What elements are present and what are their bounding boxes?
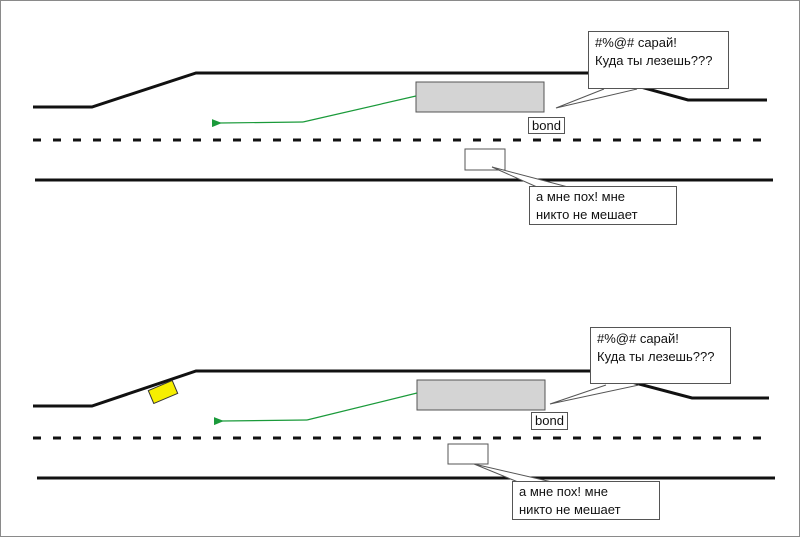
car — [447, 443, 489, 465]
road-top-edge — [33, 369, 769, 408]
callout-pointer — [491, 166, 569, 188]
yellow-car — [147, 379, 179, 405]
speech-line: Куда ты лезешь??? — [597, 349, 715, 364]
speech-line: Куда ты лезешь??? — [595, 53, 713, 68]
road-top-edge — [33, 71, 767, 109]
car-driver-speech: а мне пох! мне никто не мешает — [512, 481, 660, 520]
direction-arrow — [306, 392, 418, 421]
car — [464, 148, 506, 171]
truck-label: bond — [528, 117, 565, 134]
car-driver-speech: а мне пох! мне никто не мешает — [529, 186, 677, 225]
speech-line: никто не мешает — [536, 207, 638, 222]
speech-line: никто не мешает — [519, 502, 621, 517]
speech-line: #%@# сарай! — [597, 331, 679, 346]
direction-arrow — [302, 95, 417, 123]
direction-arrow — [213, 417, 308, 426]
direction-arrow — [211, 119, 304, 128]
speech-line: а мне пох! мне — [536, 189, 625, 204]
truck-driver-speech: #%@# сарай! Куда ты лезешь??? — [590, 327, 731, 384]
callout-pointer — [555, 88, 638, 109]
truck-driver-speech: #%@# сарай! Куда ты лезешь??? — [588, 31, 729, 89]
speech-line: #%@# сарай! — [595, 35, 677, 50]
speech-line: а мне пох! мне — [519, 484, 608, 499]
truck — [416, 379, 546, 411]
callout-pointer — [549, 384, 640, 405]
truck — [415, 81, 545, 113]
callout-pointer — [473, 463, 553, 483]
truck-label: bond — [531, 412, 568, 430]
